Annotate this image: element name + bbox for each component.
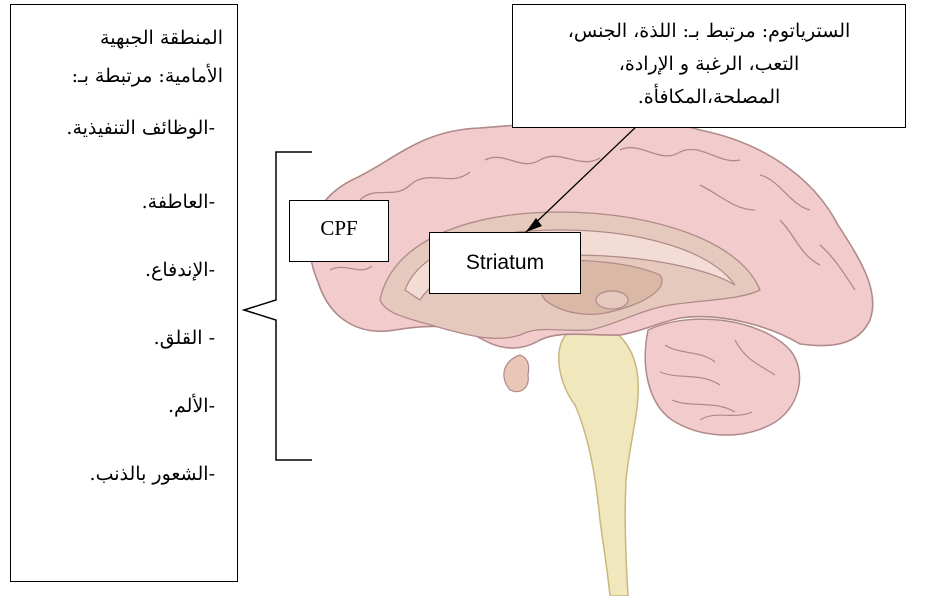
cerebellum xyxy=(645,319,799,435)
list-item: -الشعور بالذنب. xyxy=(90,463,215,485)
frontal-region-panel: المنطقة الجبهية الأمامية: مرتبطة بـ: -ال… xyxy=(10,4,238,582)
striatum-label: Striatum xyxy=(430,251,580,275)
brainstem xyxy=(559,325,639,596)
list-item: -العاطفة. xyxy=(142,191,215,213)
callout-line-2: التعب، الرغبة و الإرادة، xyxy=(521,48,897,81)
thalamus-nucleus xyxy=(596,291,628,309)
list-item: -الألم. xyxy=(168,395,215,417)
title-line-2: الأمامية: مرتبطة بـ: xyxy=(13,57,223,95)
list-item: - القلق. xyxy=(154,327,215,349)
cpf-label-box: CPF xyxy=(289,200,389,262)
striatum-label-box: Striatum xyxy=(429,232,581,294)
bracket xyxy=(244,152,312,460)
list-item: -الإندفاع. xyxy=(145,259,215,281)
pituitary xyxy=(504,355,529,392)
callout-line-1: الستريا‌توم: مرتبط بـ: اللذة، الجنس، xyxy=(521,15,897,48)
striatum-callout: الستريا‌توم: مرتبط بـ: اللذة، الجنس، الت… xyxy=(512,4,906,128)
cpf-label: CPF xyxy=(290,216,388,241)
list-item: -الوظائف التنفيذية. xyxy=(66,117,215,139)
callout-line-3: المصلحة،المكافأة. xyxy=(521,81,897,114)
frontal-region-title: المنطقة الجبهية الأمامية: مرتبطة بـ: xyxy=(13,19,223,95)
striatum-callout-text: الستريا‌توم: مرتبط بـ: اللذة، الجنس، الت… xyxy=(521,15,897,114)
title-line-1: المنطقة الجبهية xyxy=(13,19,223,57)
